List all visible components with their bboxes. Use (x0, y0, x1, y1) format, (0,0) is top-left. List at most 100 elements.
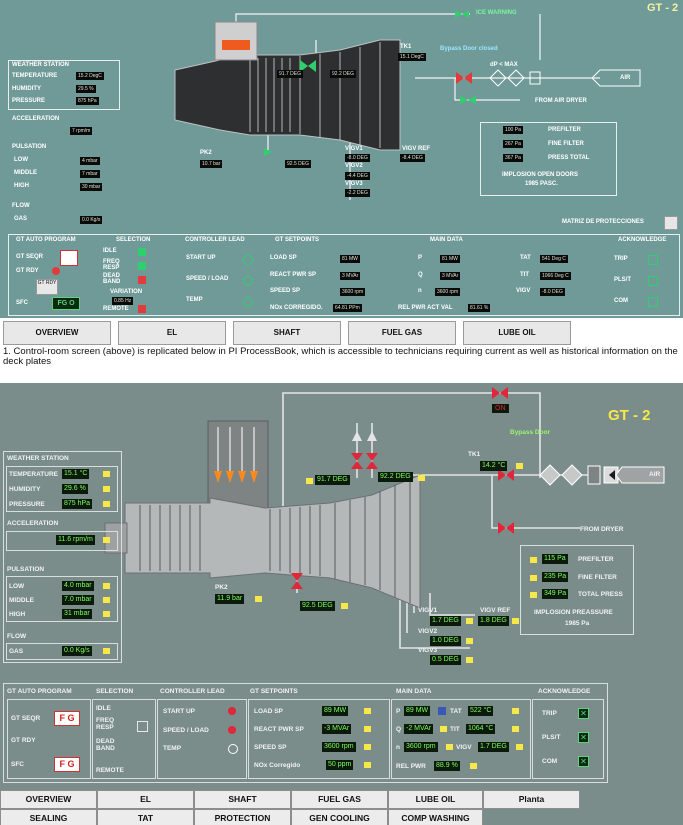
top-press-total-label: PRESS TOTAL (548, 155, 590, 161)
top-fuel-gas-button[interactable]: FUEL GAS (348, 321, 456, 345)
bottom-vigv-ref-value: 1.8 DEG (478, 616, 509, 626)
processbook-screen: GT - 2 ON Bypass Door TK1 14.2 °C AIR FR… (0, 383, 683, 825)
top-remote-box[interactable] (138, 305, 146, 313)
bottom-filter-box (520, 545, 634, 635)
top-idle-label: IDLE (103, 248, 117, 254)
bottom-lube-oil-button[interactable]: LUBE OIL (388, 790, 483, 809)
top-gt-seqr-indicator (60, 250, 78, 266)
bottom-low-trend-icon[interactable] (103, 583, 110, 589)
top-trip-checkbox[interactable] (648, 255, 658, 265)
bottom-vigv1-label: VIGV1 (418, 607, 438, 614)
bottom-rel-pwr-trend-icon[interactable] (470, 763, 477, 769)
top-com-checkbox[interactable] (648, 297, 658, 307)
bottom-nox-trend-icon[interactable] (364, 762, 371, 768)
top-air-label: AIR (620, 75, 631, 81)
bottom-sfc-indicator: F G (54, 757, 80, 772)
top-com-label: COM (614, 298, 628, 304)
bottom-speed-sp-trend-icon[interactable] (364, 744, 371, 750)
bottom-freq-resp-checkbox[interactable] (137, 721, 148, 732)
top-pls-t-checkbox[interactable] (648, 276, 658, 286)
top-matriz-button[interactable] (664, 216, 678, 230)
bottom-tat-button[interactable]: TAT (97, 809, 194, 825)
bottom-shaft-button[interactable]: SHAFT (194, 790, 291, 809)
bottom-922-trend-icon[interactable] (418, 475, 425, 481)
bottom-planta-button[interactable]: Planta (483, 790, 580, 809)
bottom-vigv-ref-trend-icon[interactable] (512, 618, 519, 624)
bottom-setpoints-box (248, 699, 390, 779)
bottom-fine-filter-trend-icon[interactable] (530, 575, 537, 581)
top-idle-box[interactable] (138, 248, 146, 256)
bottom-rel-pwr-label: REL PWR (396, 763, 426, 770)
bottom-fuel-gas-button[interactable]: FUEL GAS (291, 790, 388, 809)
bottom-gas-value: 0.0 Kg/s (62, 646, 92, 656)
top-prefilter-value: 100 Pa (503, 126, 523, 134)
bottom-middle-label: MIDDLE (9, 597, 34, 604)
top-freq-resp-box[interactable] (138, 262, 146, 270)
bottom-middle-trend-icon[interactable] (103, 597, 110, 603)
bottom-total-press-trend-icon[interactable] (530, 592, 537, 598)
bottom-react-pwr-sp-trend-icon[interactable] (364, 726, 371, 732)
top-lube-oil-button[interactable]: LUBE OIL (463, 321, 571, 345)
bottom-vigv-trend-icon[interactable] (516, 744, 523, 750)
top-variation-value: 0.85 Hz (112, 297, 134, 305)
bottom-ack-box (532, 699, 604, 779)
top-low-label: LOW (14, 157, 28, 163)
bottom-vigv3-trend-icon[interactable] (466, 657, 473, 663)
top-dead-band-box[interactable] (138, 276, 146, 284)
bottom-prefilter-trend-icon[interactable] (530, 557, 537, 563)
top-react-pwr-sp-value: 3 MVAr (340, 272, 361, 280)
bottom-tit-trend-icon[interactable] (512, 726, 519, 732)
bottom-vigv2-value: 1.0 DEG (430, 636, 461, 646)
top-flow-label: FLOW (12, 203, 30, 209)
bottom-comp-washing-button[interactable]: COMP WASHING (388, 809, 483, 825)
bottom-vigv-label: VIGV (456, 744, 472, 751)
bottom-el-button[interactable]: EL (97, 790, 194, 809)
bottom-acceleration-trend-icon[interactable] (103, 537, 110, 543)
top-nox-label: NOx CORREGIDO. (270, 305, 323, 311)
top-rel-pwr-value: 81.61 % (468, 304, 491, 312)
bottom-sealing-button[interactable]: SEALING (0, 809, 97, 825)
bottom-n-value: 3600 rpm (404, 742, 438, 752)
bottom-implosion-label: IMPLOSION PREASSURE (534, 609, 613, 616)
bottom-high-trend-icon[interactable] (103, 611, 110, 617)
top-el-button[interactable]: EL (118, 321, 226, 345)
top-weather-title: WEATHER STATION (12, 62, 69, 68)
top-vigv2-value: -4.4 DEG (345, 172, 370, 180)
bottom-humidity-trend-icon[interactable] (103, 486, 110, 492)
bottom-protection-button[interactable]: PROTECTION (194, 809, 291, 825)
bottom-start-up-led (228, 707, 236, 715)
bottom-p-trend-icon[interactable] (438, 707, 446, 715)
bottom-tat-trend-icon[interactable] (512, 708, 519, 714)
bottom-917-trend-icon[interactable] (306, 478, 313, 484)
bottom-925-trend-icon[interactable] (341, 603, 348, 609)
bottom-gas-trend-icon[interactable] (103, 648, 110, 654)
top-shaft-button[interactable]: SHAFT (233, 321, 341, 345)
bottom-trip-checkbox[interactable]: ✕ (578, 708, 589, 719)
top-fg-o-indicator: FG O (52, 297, 80, 310)
top-dead-band-label: DEAD BAND (103, 273, 121, 285)
bottom-overview-button[interactable]: OVERVIEW (0, 790, 97, 809)
top-panel-header-setpoints: GT SETPOINTS (275, 237, 320, 243)
bottom-tk1-trend-icon[interactable] (516, 463, 523, 469)
bottom-p-label: P (396, 708, 401, 715)
bottom-q-trend-icon[interactable] (440, 726, 447, 732)
bottom-temperature-trend-icon[interactable] (103, 471, 110, 477)
top-overview-button[interactable]: OVERVIEW (3, 321, 111, 345)
bottom-weather-title: WEATHER STATION (7, 455, 69, 462)
bottom-q-label: Q (396, 726, 402, 733)
top-tit-value: 1066 Deg C (540, 272, 571, 280)
bottom-pk2-trend-icon[interactable] (255, 596, 262, 602)
bottom-vigv2-trend-icon[interactable] (466, 638, 473, 644)
bottom-vigv2-label: VIGV2 (418, 628, 438, 635)
bottom-pls-t-checkbox[interactable]: ✕ (578, 732, 589, 743)
bottom-gen-cooling-button[interactable]: GEN COOLING (291, 809, 388, 825)
top-gt-rdy-led (52, 267, 60, 275)
top-press-total-value: 367 Pa (503, 154, 523, 162)
bottom-vigv1-trend-icon[interactable] (466, 618, 473, 624)
bottom-pressure-trend-icon[interactable] (103, 501, 110, 507)
bottom-com-checkbox[interactable]: ✕ (578, 756, 589, 767)
bottom-main-data-box (391, 699, 531, 779)
bottom-n-trend-icon[interactable] (446, 744, 453, 750)
bottom-load-sp-trend-icon[interactable] (364, 708, 371, 714)
top-gt-rdy-button[interactable]: GT RDY (36, 279, 58, 295)
